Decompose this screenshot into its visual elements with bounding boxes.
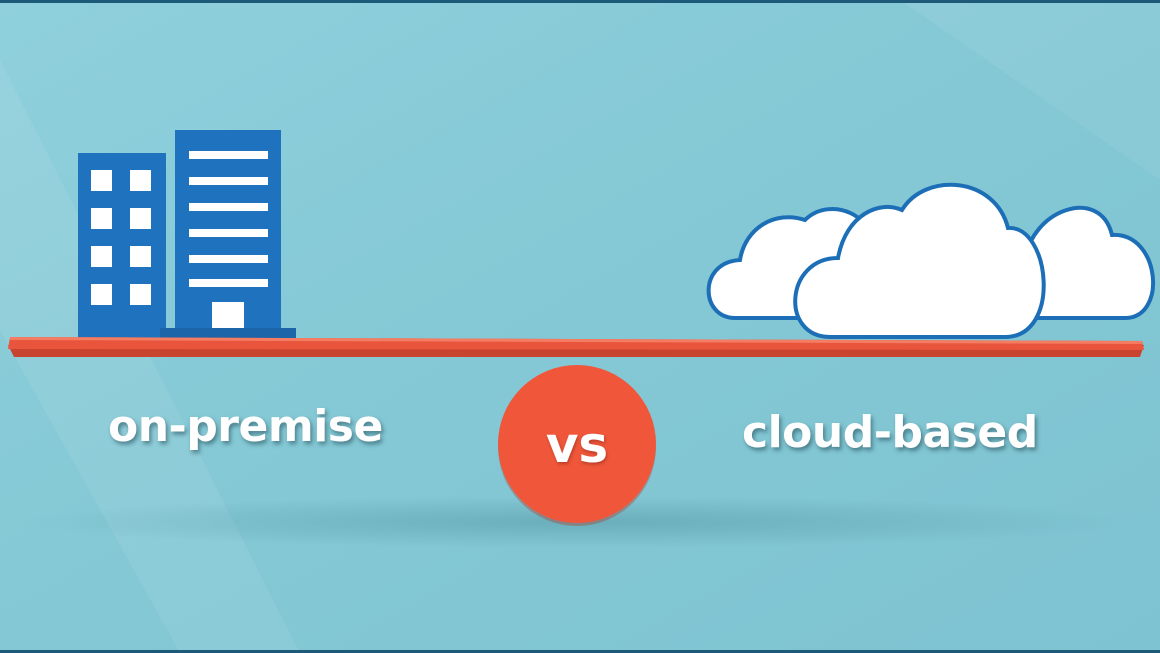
clouds-icon	[706, 182, 1156, 339]
office-buildings-icon	[78, 130, 296, 341]
on-premise-label: on-premise	[108, 401, 383, 452]
window	[91, 246, 112, 267]
window	[130, 246, 151, 267]
seesaw-plank	[8, 337, 1144, 357]
cloud-front	[793, 182, 1046, 339]
background-light-ray	[900, 0, 1160, 180]
window-strip	[189, 177, 268, 185]
window-strip	[189, 203, 268, 211]
window-strip	[189, 279, 268, 287]
window-strip	[189, 255, 268, 263]
window	[91, 170, 112, 191]
window	[130, 208, 151, 229]
window	[130, 170, 151, 191]
window-strip	[189, 229, 268, 237]
window	[130, 284, 151, 305]
bottom-border	[0, 650, 1160, 653]
window-strip	[189, 151, 268, 159]
vs-badge: vs	[498, 365, 656, 523]
vs-label: vs	[545, 416, 609, 474]
cloud-based-label: cloud-based	[742, 407, 1038, 458]
window	[91, 284, 112, 305]
top-border	[0, 0, 1160, 3]
building-door	[212, 302, 244, 330]
window	[91, 208, 112, 229]
